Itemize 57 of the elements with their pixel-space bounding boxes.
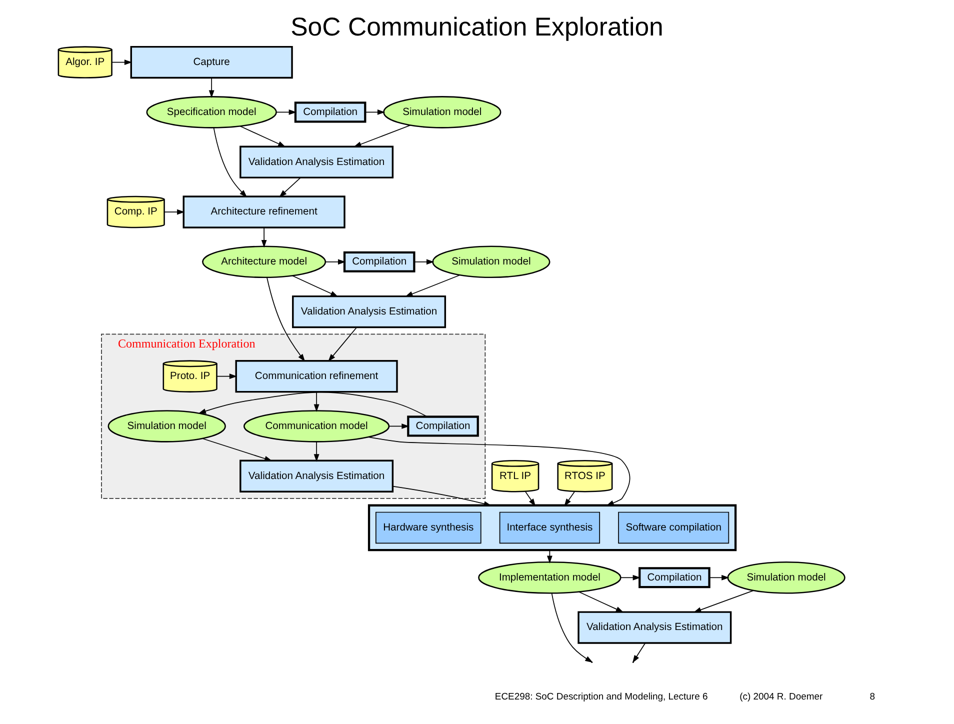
label: 8 — [870, 691, 875, 702]
node-box: Communication refinement — [235, 360, 398, 393]
arrow — [388, 424, 410, 429]
node-ellipse: Implementation model — [478, 562, 622, 594]
arrow — [693, 590, 754, 612]
arrow — [325, 259, 346, 265]
arrow — [564, 491, 575, 506]
arrow — [261, 227, 267, 248]
arrow — [314, 441, 320, 462]
node-box: Validation Analysis Estimation — [578, 611, 732, 644]
node-ellipse: Simulation model — [383, 96, 502, 128]
arrow — [240, 126, 286, 148]
node-ellipse: Communication model — [243, 410, 390, 442]
arrow — [292, 275, 338, 297]
arrow — [364, 109, 386, 115]
arrow — [620, 574, 641, 580]
arrow — [708, 574, 730, 580]
node-ellipse: Simulation model — [727, 562, 846, 594]
node-box: Validation Analysis Estimation — [240, 146, 394, 178]
node-ellipse: Architecture model — [202, 246, 326, 278]
node-box: Validation Analysis Estimation — [292, 295, 446, 328]
node-box: Compilation — [638, 567, 710, 588]
arrow — [414, 259, 434, 265]
node-box: Architecture refinement — [182, 196, 346, 228]
node-box: Validation Analysis Estimation — [240, 460, 394, 492]
arrow — [213, 127, 248, 198]
arrow — [276, 109, 297, 115]
arrow — [354, 124, 411, 148]
arrow — [314, 391, 320, 412]
arrow — [392, 486, 492, 506]
arrow — [216, 374, 238, 380]
node-box: Capture — [130, 46, 293, 79]
arrow — [368, 436, 630, 506]
label: (c) 2004 R. Doemer — [740, 691, 823, 702]
arrow — [208, 77, 214, 98]
arrow — [279, 177, 301, 198]
cluster — [368, 504, 737, 552]
node-ellipse: Simulation model — [432, 246, 550, 278]
node-box: Compilation — [407, 416, 479, 437]
node-box: Hardware synthesis — [375, 512, 482, 544]
diagram-title: SoC Communication Exploration — [290, 14, 664, 42]
arrow — [578, 591, 624, 612]
arrow — [525, 491, 536, 506]
arrow — [164, 209, 185, 215]
node-box: Compilation — [343, 251, 416, 272]
node-box: Interface synthesis — [499, 512, 600, 544]
arrow — [328, 327, 358, 362]
node-box: Software compilation — [618, 512, 730, 544]
arrow — [404, 274, 460, 297]
arrow — [198, 392, 428, 418]
node-ellipse: Simulation model — [108, 410, 226, 442]
arrow — [266, 277, 306, 362]
arrow — [111, 60, 132, 65]
arrow — [202, 438, 272, 462]
label: ECE298: SoC Description and Modeling, Lecture 6 — [494, 691, 708, 702]
node-box: Compilation — [294, 102, 366, 123]
node-ellipse: Specification model — [146, 96, 277, 128]
